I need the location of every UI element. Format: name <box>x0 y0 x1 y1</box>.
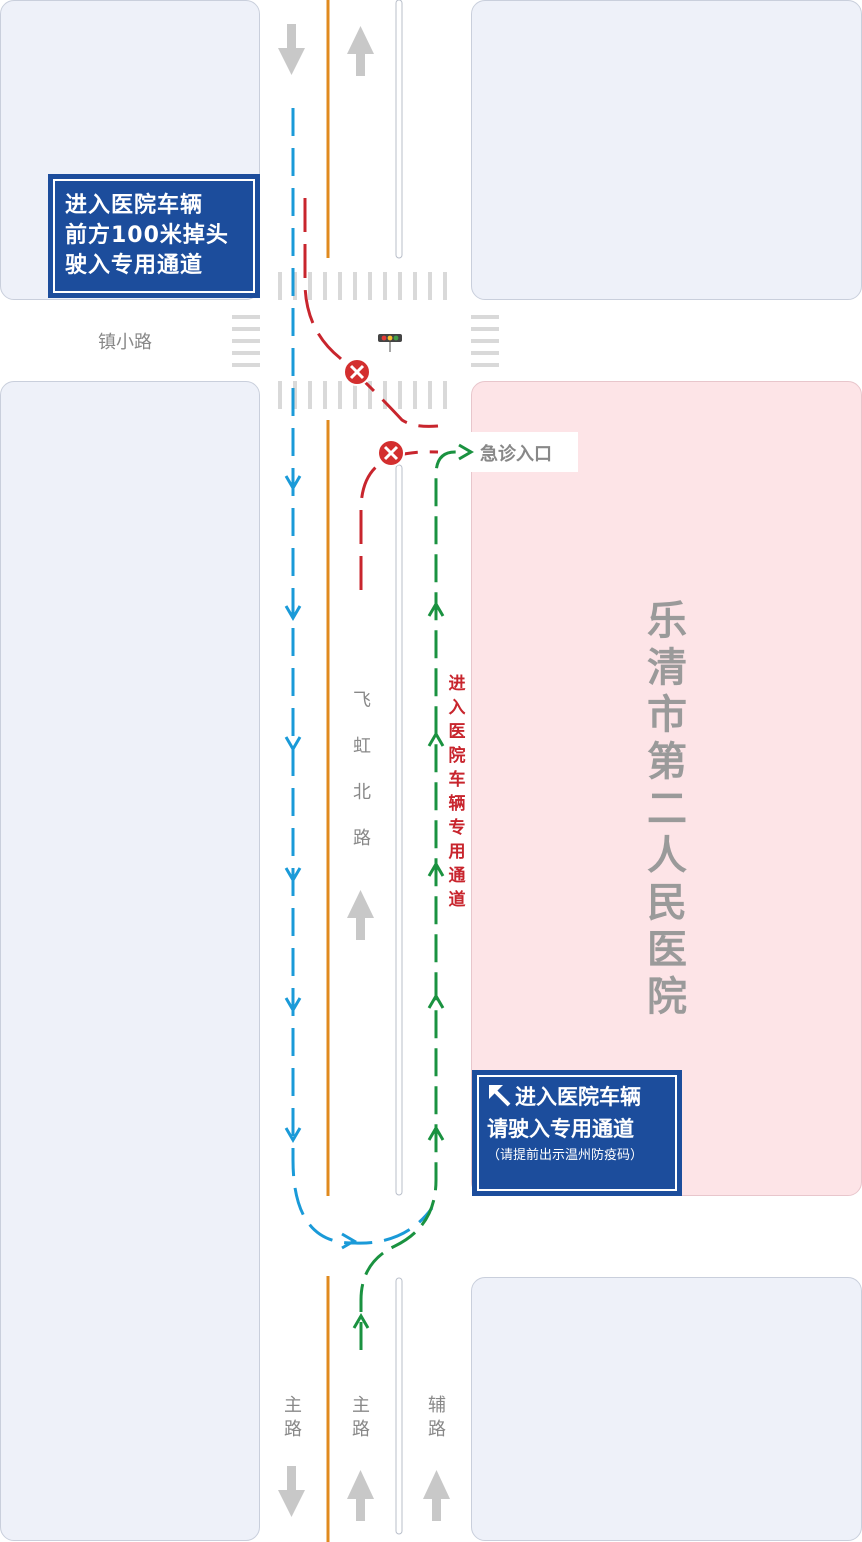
hospital-area <box>471 381 862 1196</box>
crosswalk-north <box>278 272 447 300</box>
lane-label-right-main: 主路 <box>352 1395 370 1440</box>
emergency-entrance-label: 急诊入口 <box>480 444 552 465</box>
arrow-up-icon <box>347 890 374 940</box>
separator-mid <box>395 464 403 1196</box>
arrow-up-icon <box>423 1470 450 1521</box>
main-street-label: 飞 虹 北 路 <box>353 690 371 849</box>
separator-top <box>395 0 403 259</box>
traffic-light-icon <box>378 334 402 352</box>
route-green <box>359 450 464 1350</box>
crosswalk-west <box>232 315 260 367</box>
route-blue-arrows <box>284 475 357 1250</box>
prohibited-icon <box>377 439 405 467</box>
block-mid-left <box>0 381 260 1541</box>
sign-line: 前方100米掉头 <box>65 223 229 248</box>
dedicated-lane-label: 进 入 医 院 车 辆 专 用 通 道 <box>448 674 466 910</box>
arrow-down-icon <box>278 24 305 75</box>
entry-notice-sign: 进入医院车辆 请驶入专用通道 （请提前出示温州防疫码） <box>472 1070 682 1196</box>
sign-line: 驶入专用通道 <box>65 253 204 278</box>
crosswalk-south <box>278 381 447 409</box>
separator-bottom <box>395 1277 403 1535</box>
arrow-down-icon <box>278 1466 305 1517</box>
arrow-up-icon <box>347 26 374 76</box>
sign-line: 进入医院车辆 <box>65 193 204 218</box>
hospital-name: 乐 清 市 第 二 人 民 医 院 <box>647 598 687 1020</box>
prohibited-icon <box>343 358 371 386</box>
arrow-up-icon <box>347 1470 374 1521</box>
uturn-notice-sign: 进入医院车辆 前方100米掉头 驶入专用通道 <box>48 174 260 298</box>
entry-label-box <box>470 432 578 472</box>
block-top-right <box>471 0 862 300</box>
lane-label-auxiliary: 辅路 <box>428 1395 446 1440</box>
sign-note: （请提前出示温州防疫码） <box>487 1148 644 1163</box>
cross-street-label: 镇小路 <box>98 332 152 353</box>
route-green-arrows <box>352 443 474 1329</box>
diagonal-arrow-icon <box>489 1085 511 1107</box>
lane-label-left-main: 主路 <box>284 1395 302 1440</box>
sign-line: 请驶入专用通道 <box>487 1117 634 1141</box>
crosswalk-east <box>471 315 499 367</box>
sign-line: 进入医院车辆 <box>515 1085 641 1109</box>
route-blue <box>291 108 434 1245</box>
block-bottom-right <box>471 1277 862 1541</box>
